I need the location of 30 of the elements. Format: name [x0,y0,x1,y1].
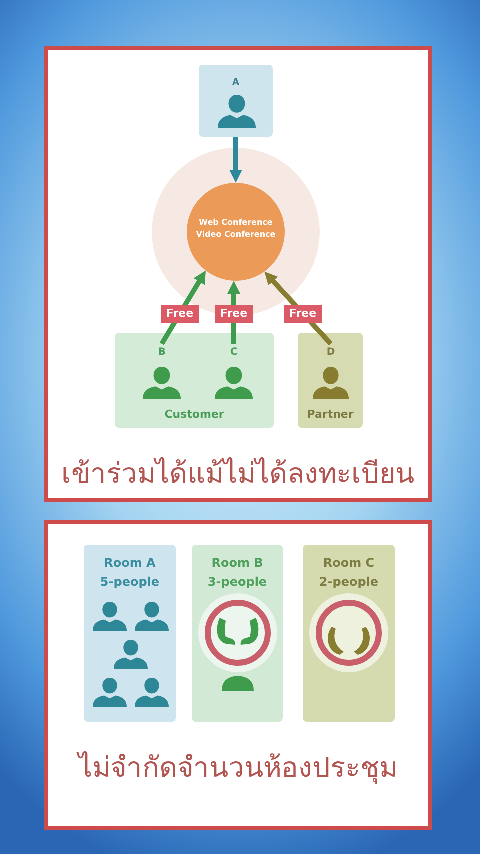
room-card [303,545,395,722]
arrow [160,269,208,346]
group-label: Customer [164,407,226,423]
panel-label: ไม่จำกัดจำนวนห้องประชุม [76,750,398,786]
person-label: A [232,77,240,90]
edge-label: Free [284,305,322,323]
room-card [192,545,283,722]
group-box [298,333,363,428]
person-label: C [224,344,244,362]
arrow [262,270,333,346]
people-count: 2-people [318,574,380,590]
edge-label: Free [161,305,199,323]
arrow [230,137,242,183]
room-name: Room C [322,555,376,571]
room-card [84,545,176,722]
room-name: Room A [103,555,157,571]
room-name: Room B [210,555,264,571]
edge-label: Free [215,305,253,323]
panel-label: เข้าร่วมได้แม้ไม่ได้ลงทะเบียน [60,456,416,492]
people-count: 5-people [99,574,161,590]
group-label: Partner [306,407,355,423]
people-count: 3-people [206,574,268,590]
person-label: B [152,344,172,362]
panel [44,520,432,830]
circle-label: Web Conference Video Conference [196,217,276,241]
person-box [199,65,273,137]
group-box [115,333,274,428]
panel [44,46,432,502]
person-label: D [321,344,341,362]
arrow [228,281,240,344]
